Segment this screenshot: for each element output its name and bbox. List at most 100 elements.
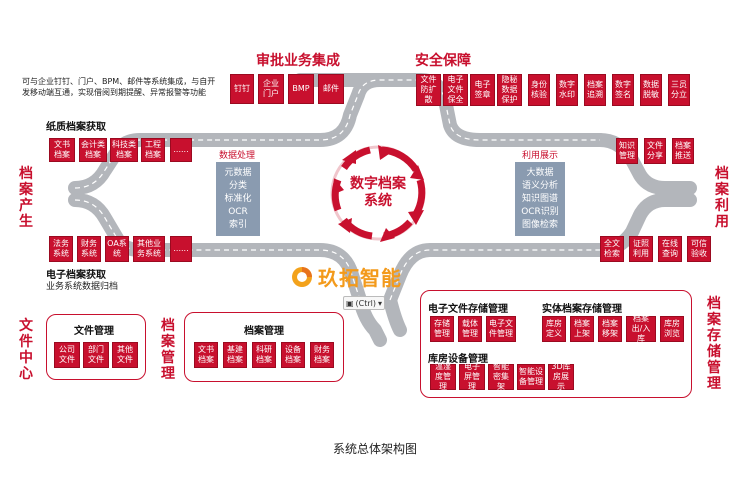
use-show-item-3: 知识图谱 — [521, 193, 558, 204]
paper-item-1[interactable]: 文书档案 — [49, 138, 75, 162]
security-item-8[interactable]: 数字签名 — [612, 74, 634, 106]
data-process-item-5: 索引 — [228, 219, 247, 230]
physical-item-4[interactable]: 档案出/入库 — [626, 314, 656, 343]
center-title: 数字档案 系统 — [338, 176, 418, 210]
use-bottom-item-2[interactable]: 证照利用 — [629, 236, 653, 262]
paper-item-3[interactable]: 科技类档案 — [110, 138, 138, 162]
paper-title: 纸质档案获取 — [46, 122, 106, 133]
use-show-item-2: 语义分析 — [521, 180, 558, 191]
use-show-panel: 大数据 语义分析 知识图谱 OCR识别 图像检索 — [515, 162, 565, 236]
use-show-label: 利用展示 — [521, 151, 558, 161]
use-bottom-item-3[interactable]: 在线查询 — [658, 236, 682, 262]
file-mgmt-title: 文件管理 — [74, 326, 114, 337]
archive-item-4[interactable]: 设备档案 — [281, 342, 305, 368]
security-item-2[interactable]: 电子文件保全 — [443, 74, 468, 106]
data-process-item-1: 元数据 — [224, 167, 252, 178]
paper-item-4[interactable]: 工程档案 — [141, 138, 165, 162]
data-process-item-3: 标准化 — [224, 193, 252, 204]
approval-desc: 可与企业钉钉、门户、BPM、邮件等系统集成，与自开 发移动端互通，实现借阅到期提… — [22, 76, 232, 98]
e-storage-title: 电子文件存储管理 — [428, 304, 508, 315]
equipment-item-1[interactable]: 温湿度管理 — [430, 362, 456, 391]
generate-title-text: 档案产生 — [19, 166, 33, 230]
file-mgmt-item-1[interactable]: 公司文件 — [54, 342, 80, 368]
e-storage-item-3[interactable]: 电子文件管理 — [486, 316, 516, 342]
center-title-line1: 数字档案 — [350, 176, 406, 192]
use-top-item-2[interactable]: 文件分享 — [644, 138, 666, 164]
use-show-item-4: OCR识别 — [521, 206, 559, 217]
approval-desc-line1: 可与企业钉钉、门户、BPM、邮件等系统集成，与自开 — [22, 77, 216, 86]
archive-mgmt-title: 档案管理 — [160, 318, 176, 382]
use-top-item-3[interactable]: 档案推送 — [672, 138, 694, 164]
security-item-3[interactable]: 电子签章 — [470, 74, 495, 106]
file-mgmt-item-3[interactable]: 其他文件 — [112, 342, 138, 368]
security-item-6[interactable]: 数字水印 — [556, 74, 578, 106]
physical-item-3[interactable]: 档案移架 — [598, 316, 622, 342]
electronic-item-2[interactable]: 财务系统 — [77, 236, 101, 262]
figure-caption: 系统总体架构图 — [332, 442, 417, 456]
archive-mgmt-panel-title: 档案管理 — [244, 326, 284, 337]
equipment-item-5[interactable]: 3D库房展示 — [548, 362, 574, 391]
archive-storage-title-text: 档案存储管理 — [707, 296, 721, 392]
security-item-5[interactable]: 身份核验 — [528, 74, 550, 106]
ctrl-paste-button[interactable]: ▣ (Ctrl) ▾ — [343, 296, 385, 310]
use-title: 档案利用 — [714, 166, 730, 230]
electronic-title: 电子档案获取 — [46, 270, 106, 281]
approval-item-dingding[interactable]: 钉钉 — [230, 74, 254, 104]
center-title-line2: 系统 — [364, 193, 392, 209]
use-top-item-1[interactable]: 知识管理 — [616, 138, 638, 164]
chevron-down-icon: ▾ — [378, 298, 383, 308]
security-item-7[interactable]: 档案追溯 — [584, 74, 606, 106]
e-storage-item-2[interactable]: 载体管理 — [458, 316, 482, 342]
electronic-item-1[interactable]: 法务系统 — [49, 236, 73, 262]
brand-logo: 玖拓智能 — [290, 262, 402, 291]
archive-item-3[interactable]: 科研档案 — [252, 342, 276, 368]
use-bottom-item-1[interactable]: 全文检索 — [600, 236, 624, 262]
data-process-item-4: OCR — [228, 206, 248, 217]
security-item-10[interactable]: 三员分立 — [668, 74, 690, 106]
paper-item-5[interactable]: ...... — [170, 138, 192, 162]
approval-item-mail[interactable]: 邮件 — [318, 74, 344, 104]
brand-logo-text: 玖拓智能 — [318, 266, 402, 290]
physical-item-1[interactable]: 库房定义 — [542, 316, 566, 342]
equipment-item-3[interactable]: 智能密集架 — [488, 362, 514, 391]
brand-logo-icon — [292, 266, 312, 287]
physical-storage-title: 实体档案存储管理 — [542, 304, 622, 315]
data-process-item-2: 分类 — [228, 180, 247, 191]
archive-item-2[interactable]: 基建档案 — [223, 342, 247, 368]
physical-item-2[interactable]: 档案上架 — [570, 316, 594, 342]
electronic-item-4[interactable]: 其他业务系统 — [133, 236, 165, 262]
road-network-background — [68, 73, 697, 347]
clipboard-icon: ▣ — [345, 298, 354, 308]
ctrl-label: (Ctrl) — [355, 298, 377, 308]
archive-mgmt-title-text: 档案管理 — [161, 318, 175, 382]
approval-title: 审批业务集成 — [256, 53, 340, 69]
equipment-item-2[interactable]: 电子屏管理 — [459, 362, 485, 391]
file-center-title-text: 文件中心 — [19, 318, 33, 382]
use-title-text: 档案利用 — [715, 166, 729, 230]
paper-item-2[interactable]: 会计类档案 — [79, 138, 107, 162]
electronic-sub: 业务系统数据归档 — [46, 282, 119, 292]
e-storage-item-1[interactable]: 存储管理 — [430, 316, 454, 342]
archive-storage-title: 档案存储管理 — [706, 296, 722, 392]
security-item-9[interactable]: 数据脱敏 — [640, 74, 662, 106]
physical-item-5[interactable]: 库房浏览 — [660, 316, 684, 342]
use-bottom-item-4[interactable]: 可信验收 — [687, 236, 711, 262]
security-item-4[interactable]: 隐秘数据保护 — [497, 74, 522, 106]
approval-item-portal[interactable]: 企业门户 — [258, 74, 284, 104]
data-process-label: 数据处理 — [218, 151, 255, 161]
security-title: 安全保障 — [415, 53, 471, 69]
use-show-item-5: 图像检索 — [521, 219, 558, 230]
archive-item-5[interactable]: 财务档案 — [310, 342, 334, 368]
file-mgmt-item-2[interactable]: 部门文件 — [83, 342, 109, 368]
electronic-item-5[interactable]: ...... — [170, 236, 192, 262]
file-center-title: 文件中心 — [18, 318, 34, 382]
approval-item-bmp[interactable]: BMP — [288, 74, 314, 104]
archive-item-1[interactable]: 文书档案 — [194, 342, 218, 368]
equipment-item-4[interactable]: 智能设备管理 — [517, 364, 545, 390]
equipment-title: 库房设备管理 — [428, 354, 488, 365]
security-item-1[interactable]: 文件防扩散 — [416, 74, 441, 106]
approval-desc-line2: 发移动端互通，实现借阅到期提醒、异常报警等功能 — [22, 88, 206, 97]
electronic-item-3[interactable]: OA系统 — [105, 236, 129, 262]
data-process-panel: 元数据 分类 标准化 OCR 索引 — [216, 162, 260, 236]
use-show-item-1: 大数据 — [526, 167, 554, 178]
